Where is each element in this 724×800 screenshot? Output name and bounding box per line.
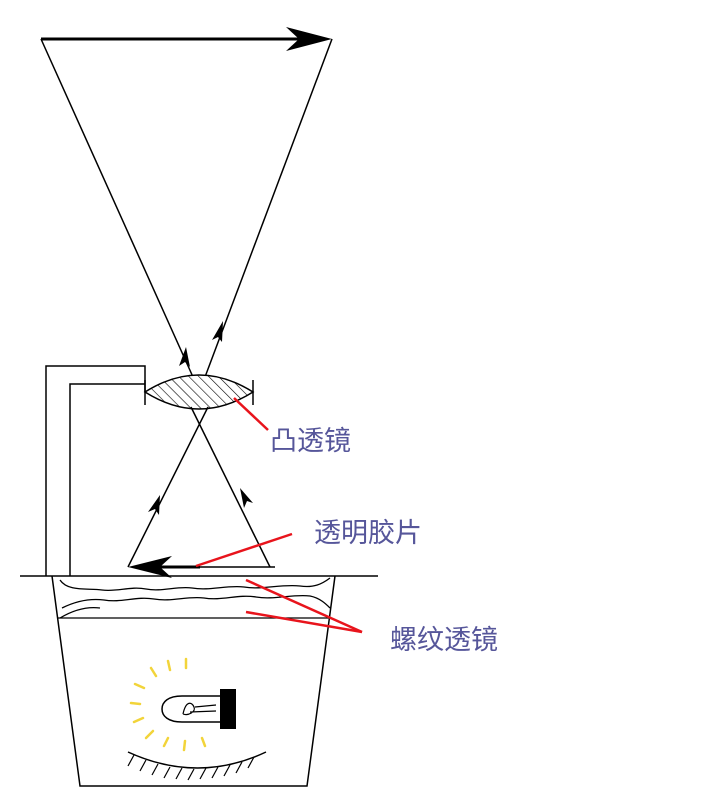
transparency-object-arrow <box>128 556 275 578</box>
reflector-mirror <box>127 751 267 781</box>
transparency-pointer <box>195 532 293 568</box>
convex-lens-pointer <box>233 397 269 431</box>
convex-lens <box>143 374 255 410</box>
projection-rays <box>40 38 333 378</box>
ray-direction-arrows <box>179 321 223 367</box>
projected-image-arrow <box>41 27 332 51</box>
slide-rays <box>127 406 271 568</box>
light-bulb-icon <box>129 657 236 752</box>
label-pointers <box>195 397 363 634</box>
fresnel-lens-label: 螺纹透镜 <box>390 625 498 656</box>
slide-ray-arrows <box>148 488 253 515</box>
projector-box <box>51 575 336 787</box>
fresnel-lens-pointer-bottom <box>245 610 363 634</box>
lens-support-stand <box>45 365 146 576</box>
fresnel-lens-pointer-top <box>245 578 363 634</box>
convex-lens-label: 凸透镜 <box>270 426 351 457</box>
transparency-label: 透明胶片 <box>314 518 422 549</box>
